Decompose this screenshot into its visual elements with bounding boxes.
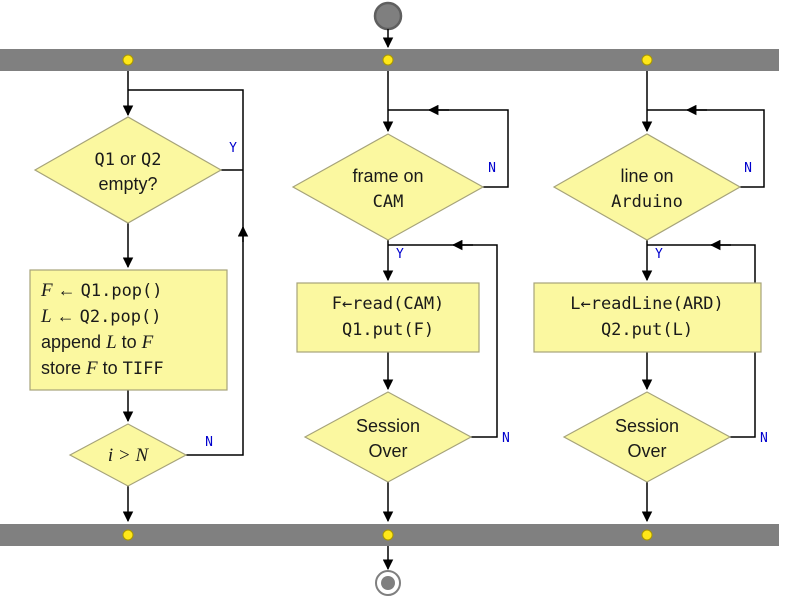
process-read-arduino-line2: Q2.put(L) — [601, 320, 693, 340]
decision-session-over-arduino — [562, 391, 732, 483]
decision-session-over-cam-line1: Session — [356, 416, 420, 436]
process-line-append: append L to F — [41, 332, 154, 353]
branch-no-label: N — [205, 435, 213, 450]
branch-yes-label: Y — [655, 247, 663, 262]
decision-line-on-arduino — [552, 133, 742, 241]
edge-loopback — [128, 89, 244, 456]
decision-session-over-arduino-line1: Session — [615, 416, 679, 436]
process-line-pop-q1: F ← Q1.pop() — [40, 280, 163, 301]
branch-no-label-top: N — [744, 161, 752, 176]
decision-i-gt-n-label: i > N — [108, 445, 150, 466]
decision-queues-empty — [33, 116, 223, 224]
decision-session-over-arduino-line2: Over — [627, 441, 666, 461]
decision-queues-empty-label-line2: empty? — [98, 174, 157, 194]
decision-line-on-arduino-label-line1: line on — [620, 166, 673, 186]
process-read-cam — [296, 282, 480, 353]
column-camera: frame on CAM N Y F←read(CAM) Q1.put(F) S… — [291, 71, 510, 523]
process-read-arduino — [533, 282, 762, 353]
decision-session-over-cam-line2: Over — [368, 441, 407, 461]
column-arduino: line on Arduino N Y L←readLine(ARD) Q2.p… — [533, 71, 768, 523]
thread-dot-join-3 — [641, 529, 653, 541]
process-line-store: store F to TIFF — [41, 358, 164, 379]
decision-frame-on-cam — [291, 133, 485, 241]
edge-no-loopback-session — [388, 244, 498, 438]
branch-yes-label: Y — [229, 141, 237, 156]
thread-dot-join-1 — [122, 529, 134, 541]
thread-dot-join-2 — [382, 529, 394, 541]
decision-frame-on-cam-label-line2: CAM — [373, 192, 404, 212]
column-writer: Q1 or Q2 empty? Y F ← Q1.pop() L ← Q2.po… — [29, 71, 249, 523]
process-write-tiff — [29, 269, 228, 391]
process-read-cam-line1: F←read(CAM) — [332, 294, 445, 314]
process-read-arduino-line1: L←readLine(ARD) — [570, 294, 724, 314]
decision-queues-empty-label-line1: Q1 or Q2 — [95, 149, 162, 170]
thread-dot-fork-2 — [382, 54, 394, 66]
thread-dot-fork-3 — [641, 54, 653, 66]
end-node — [381, 576, 395, 590]
start-node — [373, 1, 403, 31]
decision-frame-on-cam-label-line1: frame on — [352, 166, 423, 186]
decision-line-on-arduino-label-line2: Arduino — [611, 192, 683, 212]
branch-yes-label: Y — [396, 247, 404, 262]
branch-no-label-top: N — [488, 161, 496, 176]
thread-dot-fork-1 — [122, 54, 134, 66]
process-read-cam-line2: Q1.put(F) — [342, 320, 434, 340]
decision-session-over-cam — [303, 391, 473, 483]
branch-no-label-session: N — [502, 431, 510, 446]
decision-i-gt-n — [68, 423, 188, 487]
branch-no-label-session: N — [760, 431, 768, 446]
process-line-pop-q2: L ← Q2.pop() — [40, 306, 161, 327]
